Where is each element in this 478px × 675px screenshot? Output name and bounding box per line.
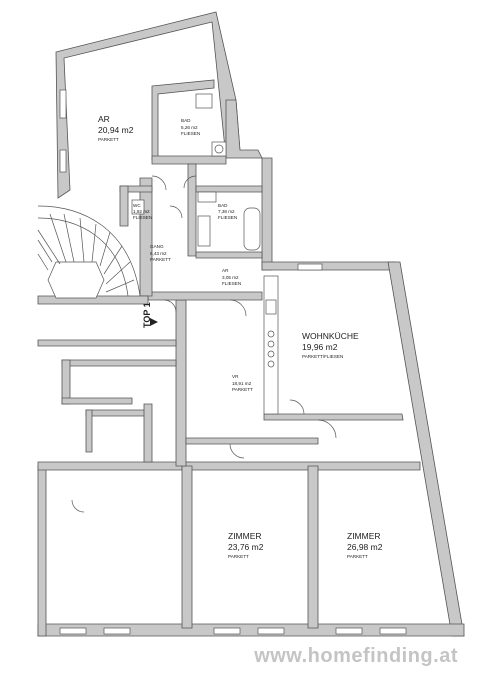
- room-name: AR: [222, 268, 229, 273]
- room-name: WOHNKÜCHE: [302, 331, 359, 341]
- room-bad-top: BAD 5,26 m2 FLIESEN: [181, 118, 200, 136]
- room-name: BAD: [181, 118, 191, 123]
- room-floor: FLIESEN: [133, 215, 152, 220]
- room-name: BAD: [218, 203, 228, 208]
- room-zimmer-left: ZIMMER 23,76 m2 PARKETT: [228, 531, 264, 559]
- room-name: GANG: [150, 244, 164, 249]
- bad-mid-shower: [197, 215, 211, 247]
- entrance-marker: TOP 1: [142, 302, 158, 328]
- room-area: 1,92 m2: [133, 209, 150, 214]
- room-ar-large: AR 20,94 m2 PARKETT: [98, 114, 134, 142]
- room-bad-mid: BAD 7,38 m2 FLIESEN: [218, 203, 237, 220]
- room-floor: PARKETT: [232, 387, 253, 392]
- room-ar-small: AR 3,05 m2 FLIESEN: [222, 268, 241, 286]
- room-area: 7,38 m2: [218, 209, 235, 214]
- room-name: VR: [232, 374, 239, 379]
- room-name: ZIMMER: [347, 531, 381, 541]
- room-area: 20,94 m2: [98, 125, 134, 135]
- room-gang: GANG 6,43 m2 PARKETT: [150, 244, 171, 262]
- room-area: 19,96 m2: [302, 342, 338, 352]
- room-floor: FLIESEN: [222, 281, 241, 286]
- room-wc: WC 1,92 m2 FLIESEN: [133, 203, 152, 220]
- entrance-label: TOP 1: [142, 302, 152, 328]
- fixtures: [131, 93, 279, 415]
- room-area: 23,76 m2: [228, 542, 264, 552]
- bad-mid-washbasin: [197, 191, 217, 203]
- room-vr: VR 18,91 m2 PARKETT: [232, 374, 253, 392]
- room-zimmer-right: ZIMMER 26,98 m2 PARKETT: [347, 531, 383, 559]
- room-area: 5,26 m2: [181, 125, 198, 130]
- windows: [59, 89, 407, 635]
- kitchen-sink: [265, 299, 277, 315]
- room-area: 26,98 m2: [347, 542, 383, 552]
- staircase: [37, 205, 141, 299]
- room-floor: PARKETT/FLIESEN: [302, 354, 343, 359]
- room-floor: PARKETT: [98, 137, 119, 142]
- bad-mid-bathtub: [243, 207, 261, 251]
- room-name: ZIMMER: [228, 531, 262, 541]
- outer-walls: [37, 11, 465, 637]
- room-area: 6,43 m2: [150, 251, 167, 256]
- room-floor: PARKETT: [228, 554, 249, 559]
- room-name: AR: [98, 114, 110, 124]
- room-floor: PARKETT: [347, 554, 368, 559]
- doors: [71, 175, 337, 513]
- watermark: www.homefinding.at: [254, 645, 458, 667]
- room-floor: FLIESEN: [181, 131, 200, 136]
- room-wohnkueche: WOHNKÜCHE 19,96 m2 PARKETT/FLIESEN: [302, 331, 359, 359]
- room-floor: PARKETT: [150, 257, 171, 262]
- room-area: 3,05 m2: [222, 275, 239, 280]
- room-floor: FLIESEN: [218, 215, 237, 220]
- bad-top-washbasin: [195, 93, 213, 109]
- room-area: 18,91 m2: [232, 381, 252, 386]
- wc-toilet: [131, 199, 145, 215]
- room-name: WC: [133, 203, 141, 208]
